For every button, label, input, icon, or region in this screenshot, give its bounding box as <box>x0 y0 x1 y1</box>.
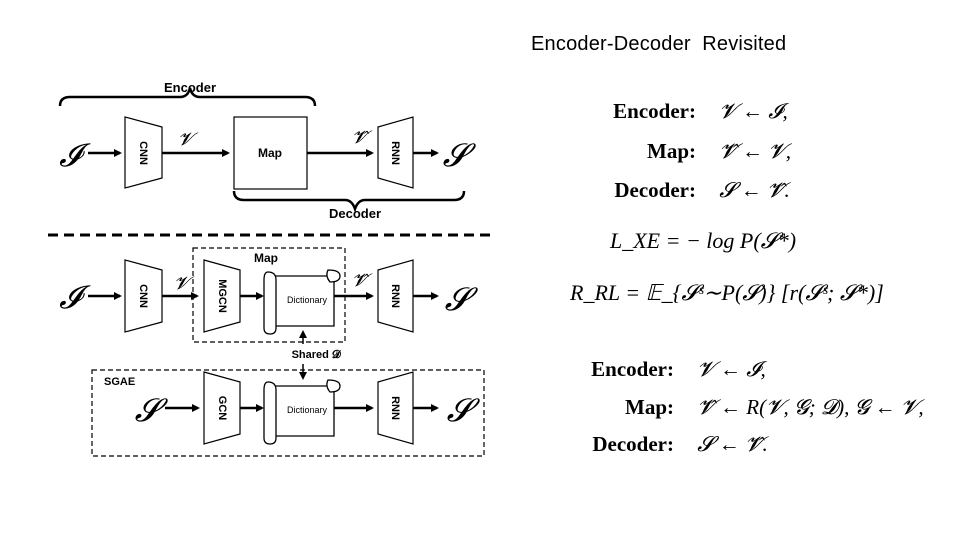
eq-top-decoder-rhs: 𝓢 ← 𝓥̂. <box>719 178 790 202</box>
eq-bottom-encoder-label: Encoder: <box>591 357 674 381</box>
sgae-dictionary-scroll-icon <box>263 379 341 445</box>
map-box-label: Map <box>254 251 278 265</box>
slide-title: Encoder-Decoder Revisited <box>531 33 787 55</box>
rnn-label-bottom: RNN <box>389 284 401 308</box>
mgcn-block <box>203 259 241 333</box>
loss-rl: R_RL = 𝔼_{𝓢ˢ∼P(𝓢)} [r(𝓢ˢ; 𝓢*)] <box>570 280 884 305</box>
encoder-brace <box>58 87 317 107</box>
dictionary-scroll-icon <box>263 269 341 335</box>
map-label: Map <box>258 146 282 160</box>
eq-top-encoder-rhs: 𝓥 ← 𝓘, <box>719 99 788 123</box>
vhat-label: 𝓥̂ <box>352 127 373 147</box>
rnn-block <box>377 116 414 189</box>
cnn-label: CNN <box>137 141 149 165</box>
output-symbol-bottom: 𝓢 <box>445 281 479 317</box>
eq-bottom-encoder: Encoder: 𝓥 ← 𝓘, <box>580 357 766 382</box>
eq-top-decoder: Decoder: 𝓢 ← 𝓥̂. <box>600 178 790 203</box>
cnn-block-bottom <box>124 259 163 333</box>
v-label: 𝓥 <box>178 129 199 149</box>
sgae-rnn-label: RNN <box>389 396 401 420</box>
sgae-dictionary-label: Dictionary <box>287 405 328 415</box>
eq-bottom-decoder-label: Decoder: <box>592 432 674 456</box>
eq-bottom-map-rhs: 𝓥̂ ← R(𝓥, 𝓖; 𝓓), 𝓖 ← 𝓥, <box>697 395 924 419</box>
eq-bottom-decoder-rhs: 𝓢 ← 𝓥̂. <box>697 432 768 456</box>
gcn-label: GCN <box>216 396 228 421</box>
encoder-label: Encoder <box>164 80 216 95</box>
eq-top-map: Map: 𝓥̂ ← 𝓥, <box>600 139 791 164</box>
sgae-output-symbol: 𝓢 <box>447 392 481 428</box>
eq-top-encoder-label: Encoder: <box>613 99 696 123</box>
eq-top-decoder-label: Decoder: <box>614 178 696 202</box>
shared-d-label: Shared 𝓓 <box>292 348 342 361</box>
eq-bottom-encoder-rhs: 𝓥 ← 𝓘, <box>697 357 766 381</box>
vhat-label-bottom: 𝓥̂ <box>352 270 373 290</box>
sgae-input-symbol: 𝓢 <box>135 392 169 428</box>
sgae-rnn-block <box>377 371 414 445</box>
eq-bottom-map-label: Map: <box>625 395 674 419</box>
input-symbol-bottom: 𝓘 <box>59 279 91 315</box>
decoder-label: Decoder <box>329 206 381 221</box>
eq-bottom-decoder: Decoder: 𝓢 ← 𝓥̂. <box>580 432 768 457</box>
dictionary-label: Dictionary <box>287 295 328 305</box>
eq-top-map-rhs: 𝓥̂ ← 𝓥, <box>719 139 791 163</box>
eq-bottom-map: Map: 𝓥̂ ← R(𝓥, 𝓖; 𝓓), 𝓖 ← 𝓥, <box>580 395 924 420</box>
gcn-block <box>203 371 241 445</box>
input-symbol: 𝓘 <box>59 137 91 173</box>
cnn-label-bottom: CNN <box>137 284 149 308</box>
rnn-label: RNN <box>389 141 401 165</box>
eq-top-encoder: Encoder: 𝓥 ← 𝓘, <box>600 99 788 124</box>
loss-xe: L_XE = − log P(𝓢*) <box>610 228 797 253</box>
mgcn-label: MGCN <box>216 279 228 313</box>
eq-top-map-label: Map: <box>647 139 696 163</box>
sgae-label: SGAE <box>104 376 135 388</box>
rnn-block-bottom <box>377 259 414 333</box>
cnn-block <box>124 116 163 189</box>
v-label-bottom: 𝓥 <box>174 273 195 293</box>
decoder-brace <box>232 190 466 213</box>
sgae-dashed-box <box>91 369 485 457</box>
output-symbol: 𝓢 <box>443 137 477 173</box>
